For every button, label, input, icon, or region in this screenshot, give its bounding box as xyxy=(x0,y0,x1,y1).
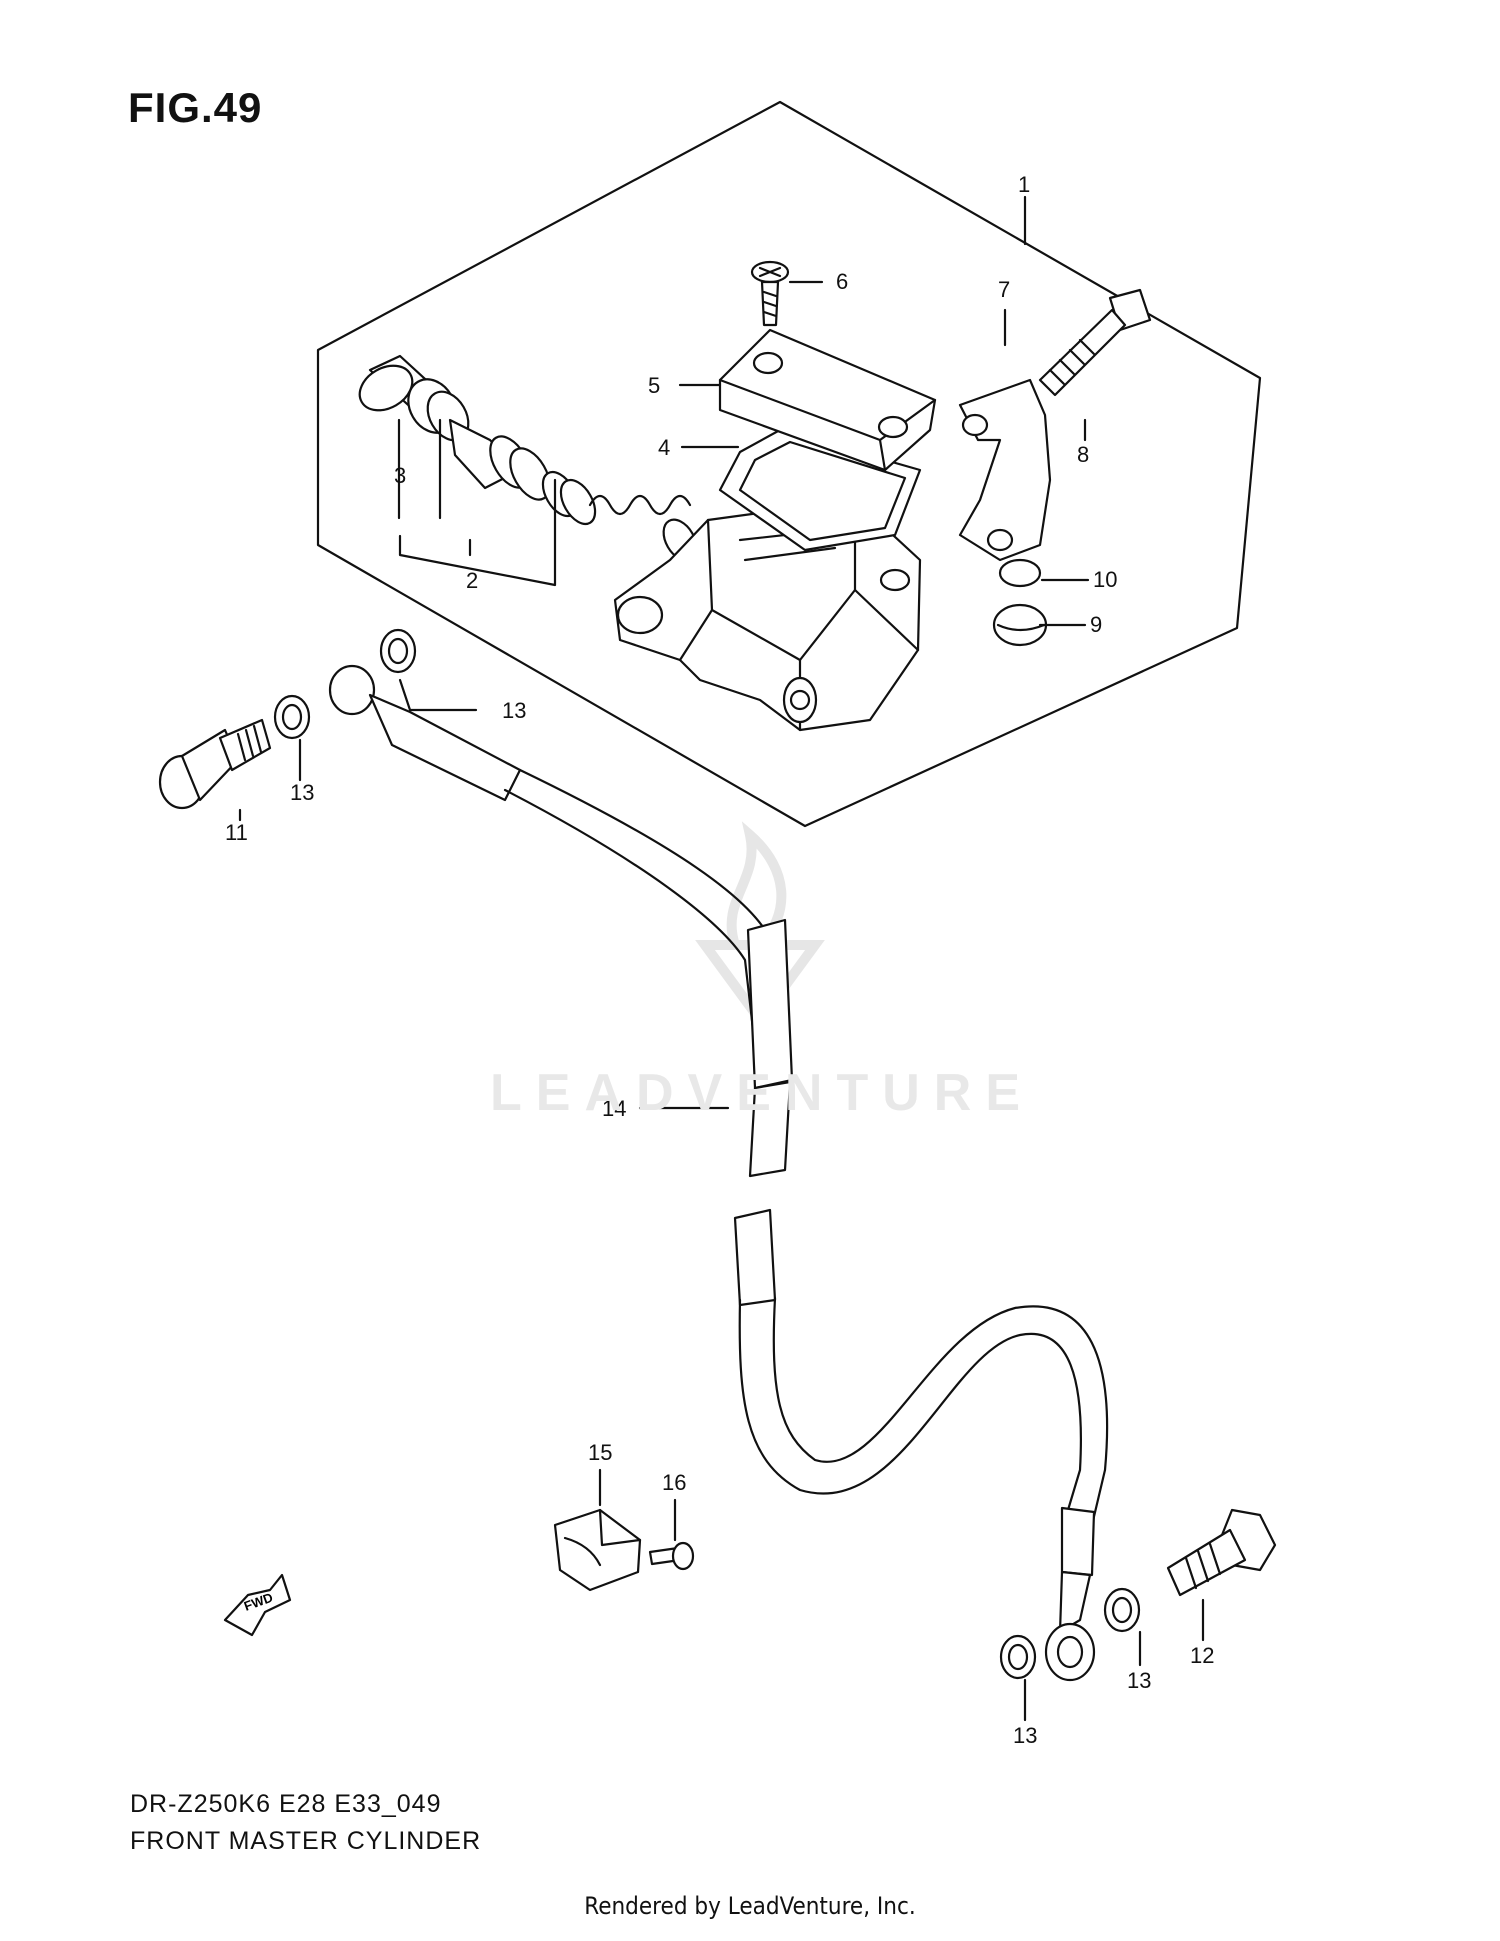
callout-14: 14 xyxy=(602,1096,626,1121)
reservoir-cap-part xyxy=(718,328,937,472)
callout-10: 10 xyxy=(1093,567,1117,592)
clamp-screw-part xyxy=(648,1541,695,1571)
part-group-title: FRONT MASTER CYLINDER xyxy=(130,1827,482,1855)
leader-lines xyxy=(238,195,1205,1722)
watermark-text: LEADVENTURE xyxy=(490,1064,1035,1122)
callout-2: 2 xyxy=(466,568,478,593)
callout-1: 1 xyxy=(1018,172,1030,197)
hose-clamp-part xyxy=(553,1508,642,1592)
callout-13: 13 xyxy=(502,698,526,723)
callout-6: 6 xyxy=(836,269,848,294)
washer-part xyxy=(999,1634,1037,1680)
callout-13: 13 xyxy=(290,780,314,805)
o-ring-part xyxy=(998,558,1042,588)
handlebar-holder-part xyxy=(958,378,1052,562)
model-code: DR-Z250K6 E28 E33_049 xyxy=(130,1790,442,1818)
cap-screw-part xyxy=(750,260,790,327)
callout-8: 8 xyxy=(1077,442,1089,467)
callout-12: 12 xyxy=(1190,1643,1214,1668)
holder-bolt-part xyxy=(1038,288,1152,397)
callout-11: 11 xyxy=(225,820,248,845)
rendered-by-footer: Rendered by LeadVenture, Inc. xyxy=(584,1892,916,1920)
master-cylinder-body xyxy=(613,498,922,732)
callout-7: 7 xyxy=(998,277,1010,302)
washer-part xyxy=(379,628,417,674)
callout-5: 5 xyxy=(648,373,660,398)
figure-title: FIG.49 xyxy=(128,84,263,131)
washer-part xyxy=(273,694,311,740)
callout-13: 13 xyxy=(1127,1668,1151,1693)
callout-15: 15 xyxy=(588,1440,612,1465)
boot-part xyxy=(992,603,1048,647)
assembly-box-outline xyxy=(316,100,1262,828)
union-bolt-lower-part xyxy=(1166,1508,1277,1597)
callout-9: 9 xyxy=(1090,612,1102,637)
callout-16: 16 xyxy=(662,1470,686,1495)
piston-assembly xyxy=(358,354,698,587)
callout-4: 4 xyxy=(658,435,670,460)
callout-13: 13 xyxy=(1013,1723,1037,1748)
brake-hose-part xyxy=(328,664,1109,1682)
union-bolt-upper-part xyxy=(158,718,272,810)
washer-part xyxy=(1103,1587,1141,1633)
fwd-arrow-icon: FWD xyxy=(223,1573,292,1637)
callout-3: 3 xyxy=(394,463,406,488)
